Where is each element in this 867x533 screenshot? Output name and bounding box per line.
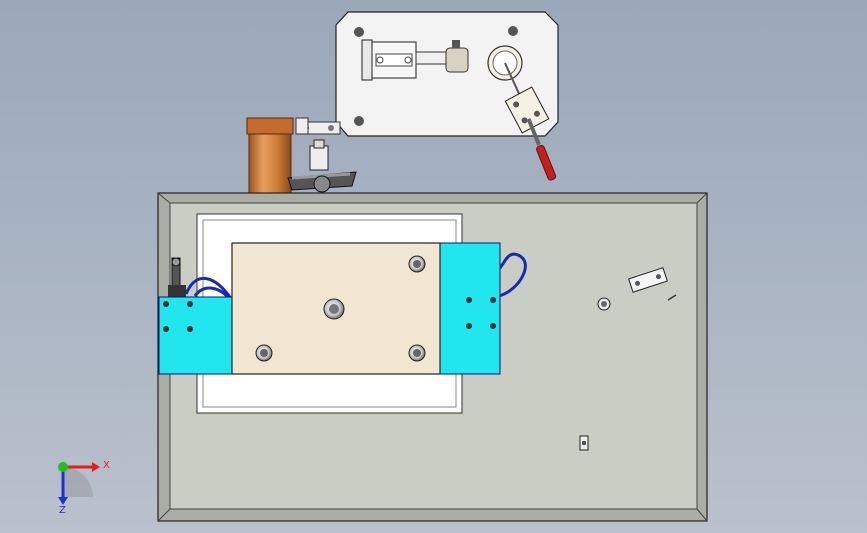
small-bracket (628, 267, 677, 301)
upper-plate-hole (508, 26, 518, 36)
cyan-block-left (158, 296, 234, 375)
small-pin (579, 435, 589, 451)
x-axis-label: X (103, 460, 110, 471)
rotary-mechanism (287, 139, 357, 193)
clamp-handle (536, 144, 557, 181)
air-cylinder (361, 39, 469, 81)
bolt (255, 344, 273, 362)
base-hole (597, 297, 611, 311)
z-axis-label: Z (59, 505, 66, 516)
bolt (408, 344, 426, 362)
bolt (323, 298, 345, 320)
cyan-block-right (439, 242, 501, 375)
y-axis-dot (58, 462, 68, 472)
upper-plate-hole (354, 116, 364, 126)
bolt (408, 255, 426, 273)
sensor-valve (168, 257, 186, 297)
axis-triad: X Z (58, 460, 110, 516)
copper-cylinder (246, 117, 309, 195)
slider-block (231, 242, 441, 375)
upper-plate-hole (354, 27, 364, 37)
toggle-clamp (504, 62, 557, 181)
